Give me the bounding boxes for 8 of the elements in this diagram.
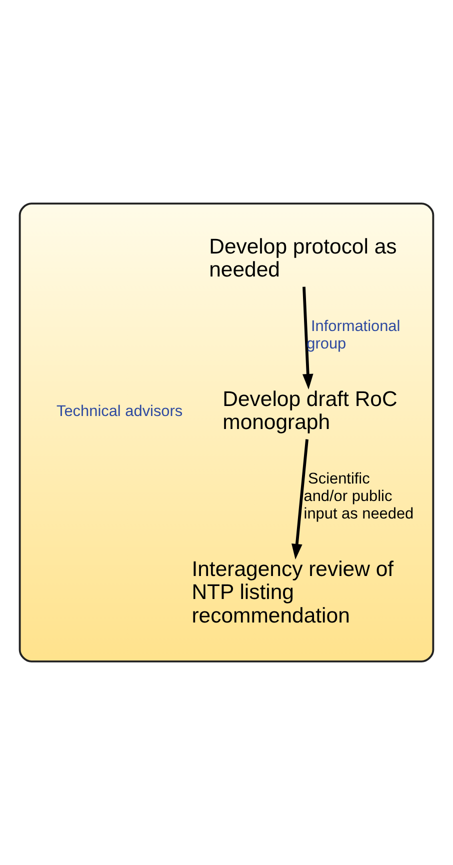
arrow: [292, 439, 308, 560]
node-text: Interagency review of NTP listing recommendation: [192, 557, 394, 628]
node-text: Develop protocol as needed: [209, 234, 397, 282]
arrow: [302, 286, 314, 390]
cluster: [18, 202, 434, 662]
label: Technical advisors: [56, 402, 183, 420]
node-text: Develop draft RoC monograph: [222, 387, 398, 434]
edge-label: Scientific and/or public input as needed: [304, 470, 414, 522]
